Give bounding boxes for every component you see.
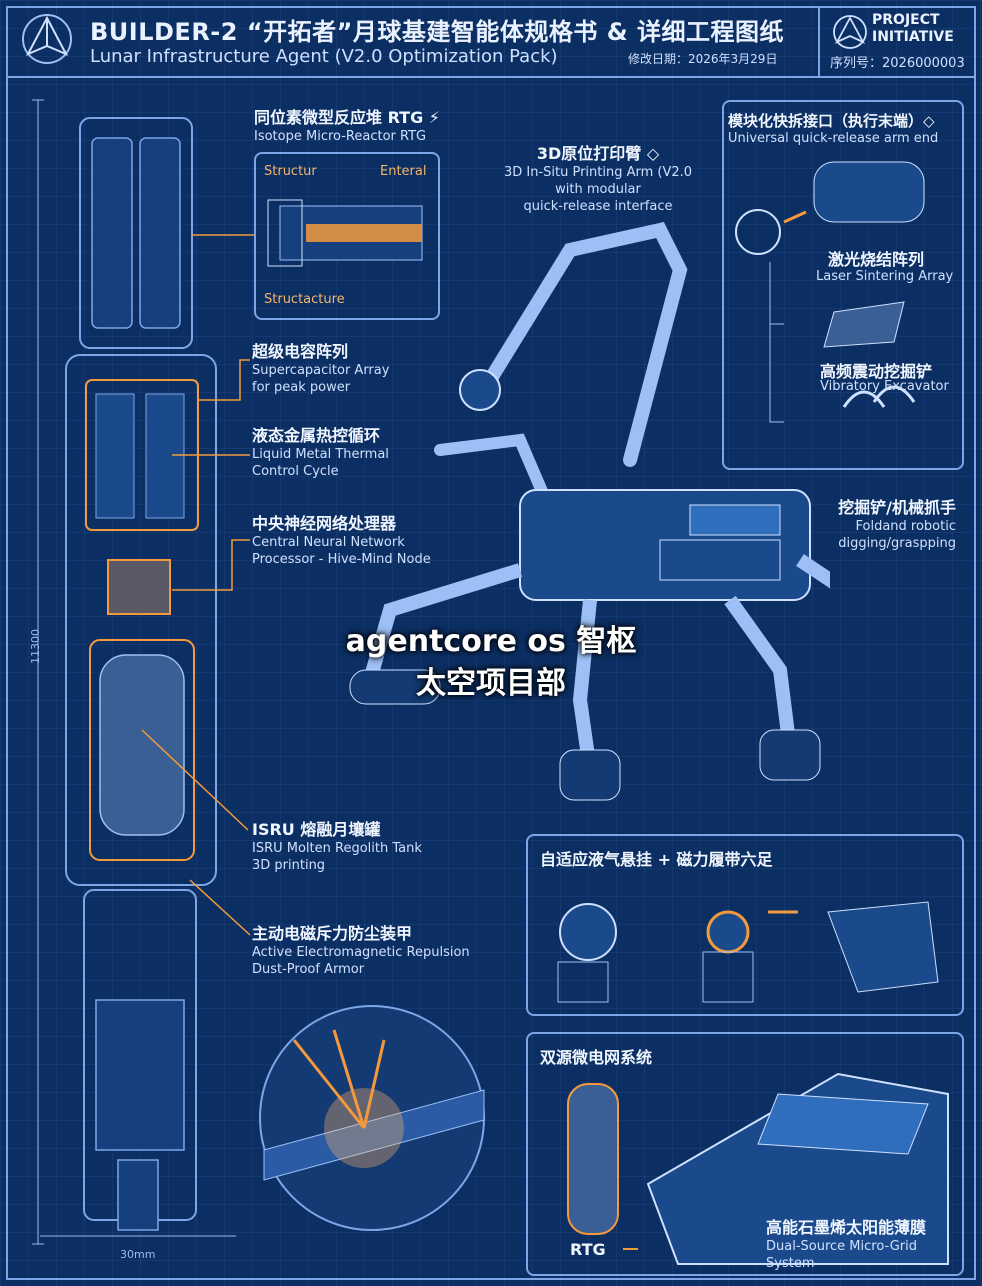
module-drawing — [735, 161, 925, 423]
project-logo-icon — [833, 15, 867, 49]
suspension-box: 自适应液气悬挂 + 磁力履带六足 — [526, 834, 964, 1016]
revision-date: 修改日期：2026年3月29日 — [628, 52, 778, 66]
callout-digger: 挖掘铲/机械抓手 Foldand robotic digging/grasppi… — [838, 498, 956, 551]
header-divider — [818, 6, 820, 76]
header: BUILDER-2 “开拓者”月球基建智能体规格书 & 详细工程图纸 Lunar… — [6, 6, 976, 78]
project-initiative: PROJECT INITIATIVE — [872, 12, 954, 45]
callout-print-arm: 3D原位打印臂 ◇ 3D In-Situ Printing Arm (V2.0 … — [503, 144, 693, 214]
module-title: 模块化快拆接口（执行末端）◇ — [728, 112, 935, 130]
page-subtitle: Lunar Infrastructure Agent (V2.0 Optimiz… — [90, 46, 558, 67]
dimension-width-label: 30mm — [120, 1248, 156, 1261]
callout-isru: ISRU 熔融月壤罐 ISRU Molten Regolith Tank 3D … — [252, 820, 422, 873]
rtg-inset-label-1: Structur — [264, 164, 317, 179]
module-subtitle: Universal quick-release arm end — [728, 131, 939, 146]
hexapod-robot-drawing — [349, 221, 830, 801]
callout-neural-processor: 中央神经网络处理器 Central Neural Network Process… — [252, 514, 431, 567]
rtg-inset-label-2: Enteral — [380, 164, 427, 179]
page-title: BUILDER-2 “开拓者”月球基建智能体规格书 & 详细工程图纸 — [90, 18, 785, 46]
callout-rtg: 同位素微型反应堆 RTG ⚡ Isotope Micro-Reactor RTG — [254, 108, 441, 144]
microgrid-drawing — [567, 1072, 949, 1265]
suspension-drawing — [557, 901, 939, 1003]
suspension-title: 自适应液气悬挂 + 磁力履带六足 — [540, 850, 773, 869]
module-box: 模块化快拆接口（执行末端）◇ Universal quick-release a… — [722, 100, 964, 470]
callout-armor: 主动电磁斥力防尘装甲 Active Electromagnetic Repuls… — [252, 924, 470, 977]
laser-label-cn: 激光烧结阵列 — [828, 250, 925, 269]
vib-label-en: Vibratory Excavator — [820, 379, 949, 394]
microgrid-title: 双源微电网系统 — [540, 1048, 653, 1067]
vib-label-cn: 高频震动挖掘铲 — [820, 362, 933, 381]
watermark-line-2: 太空项目部 — [416, 666, 566, 701]
rtg-inset-drawing — [267, 199, 423, 267]
rtg-inset-box: Structur Enteral Structacture — [254, 152, 440, 320]
microgrid-box: 双源微电网系统 RTG 高能石墨烯太阳能薄膜 Dual-Source Micro… — [526, 1032, 964, 1276]
rtg-inset-label-3: Structacture — [264, 292, 345, 307]
armor-detail-drawing — [259, 1005, 485, 1231]
laser-label-en: Laser Sintering Array — [816, 269, 954, 284]
rtg-label: RTG — [570, 1240, 606, 1259]
watermark-line-1: agentcore os 智枢 — [345, 624, 637, 659]
triangle-logo-icon — [22, 14, 72, 64]
callout-supercap: 超级电容阵列 Supercapacitor Array for peak pow… — [252, 342, 390, 395]
blueprint-frame — [6, 6, 976, 1280]
solar-film-label: 高能石墨烯太阳能薄膜 Dual-Source Micro-Grid System — [766, 1218, 927, 1271]
serial-number: 序列号：2026000003 — [830, 56, 965, 71]
callout-thermal: 液态金属热控循环 Liquid Metal Thermal Control Cy… — [252, 426, 389, 479]
